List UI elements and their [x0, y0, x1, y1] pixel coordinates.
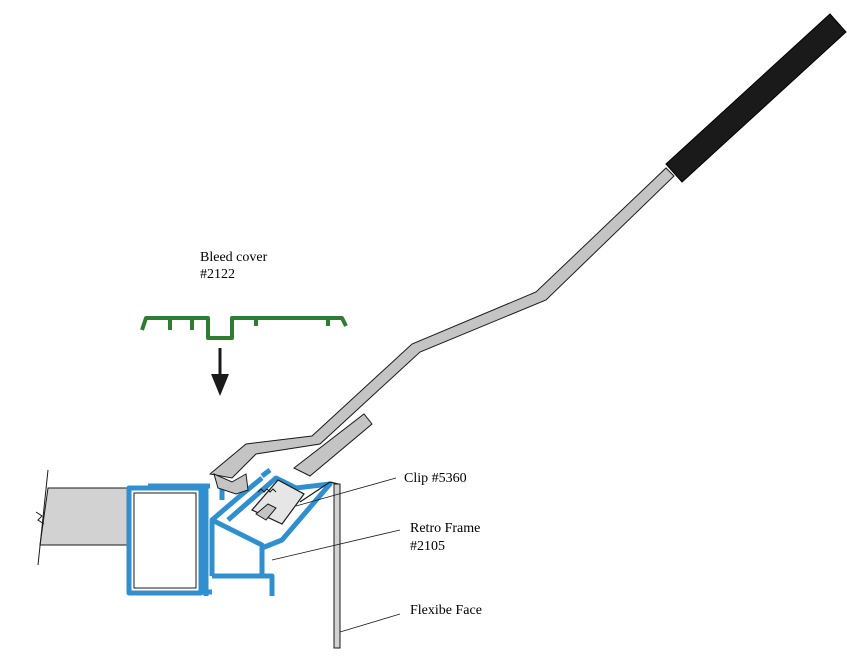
flexible-face [299, 481, 341, 649]
retro-frame-bottom-flange [200, 573, 275, 596]
bleed-cover-part-label: #2122 [200, 267, 235, 282]
installation-tool [208, 13, 847, 495]
bleed-cover-profile [140, 316, 348, 340]
fascia-break-line [37, 469, 49, 566]
retro-frame-clip-channel [226, 475, 333, 551]
retro-frame-label: Retro Frame [410, 521, 480, 536]
bleed-cover-label: Bleed cover [200, 250, 268, 265]
fascia-body [39, 487, 131, 546]
arrow-down-icon [211, 348, 229, 396]
clip-5360 [251, 479, 305, 525]
tool-tip [213, 473, 249, 495]
flexible-face-panel [333, 483, 341, 649]
bleed-cover-legs [168, 318, 330, 330]
leader-retro-frame [271, 529, 401, 561]
cabinet-fascia [35, 469, 131, 566]
leader-clip [295, 477, 397, 507]
tool-shaft [208, 167, 675, 479]
retro-frame [126, 468, 333, 596]
retro-frame-angled-arm [209, 476, 265, 576]
tool-jaw [293, 413, 373, 477]
leader-lines [271, 477, 401, 633]
bleed-cover [140, 316, 348, 340]
clip-label: Clip #5360 [404, 471, 467, 486]
clip-teeth [257, 488, 277, 493]
retro-frame-tube-inner [133, 492, 197, 589]
retro-frame-part-label: #2105 [410, 539, 445, 554]
flexible-face-top-bend [299, 481, 339, 503]
clip-inner [255, 503, 277, 521]
leader-flexible-face [339, 613, 401, 633]
flexible-face-label: Flexibe Face [410, 603, 482, 618]
tool-grip [665, 13, 847, 183]
fascia-break-symbol [35, 511, 45, 525]
